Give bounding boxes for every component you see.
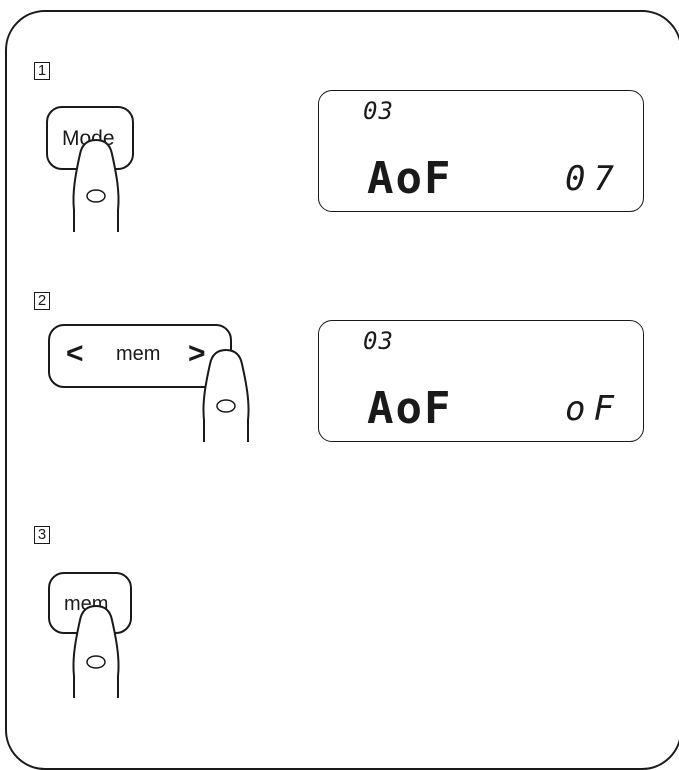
lcd-1-main-text: AoF [367,153,452,204]
lcd-2-main-text: AoF [367,383,452,434]
step-3-number: 3 [34,526,50,544]
lcd-display-1: 03 AoF 07 [318,90,644,212]
finger-icon [66,140,128,232]
finger-icon [196,350,258,442]
left-arrow-label: < [66,337,84,371]
lcd-display-2: 03 AoF oF [318,320,644,442]
step-1-number: 1 [34,62,50,80]
mem-select-button-label: mem [116,343,160,366]
lcd-1-value: 07 [565,159,622,199]
lcd-1-top-value: 03 [363,97,394,125]
step-2-number: 2 [34,292,50,310]
lcd-2-top-value: 03 [363,327,394,355]
lcd-2-value: oF [565,389,622,429]
finger-icon [66,606,128,698]
